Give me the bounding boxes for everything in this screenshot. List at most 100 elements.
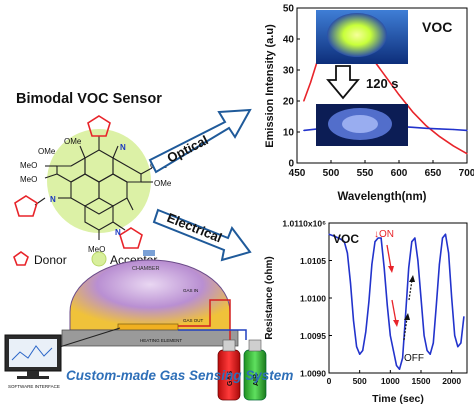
vial-glow-after-core bbox=[342, 115, 378, 133]
acceptor-legend-icon bbox=[91, 251, 107, 267]
n-label-2: N bbox=[50, 195, 56, 204]
computer-screen bbox=[9, 339, 57, 367]
air-cylinder-cap bbox=[248, 339, 262, 352]
series-0-point bbox=[452, 145, 454, 147]
on-trend-arrowhead-2 bbox=[393, 320, 399, 327]
page-title: Bimodal VOC Sensor bbox=[16, 91, 162, 107]
series-0-point bbox=[402, 357, 404, 359]
series-0-point bbox=[349, 282, 352, 284]
methoxy-label-7: MeO bbox=[88, 245, 105, 254]
emission-annotation-voc: VOC bbox=[422, 19, 452, 35]
acceptor-core-glow bbox=[47, 129, 151, 233]
vial-glow-before bbox=[327, 13, 387, 57]
series-0-point bbox=[451, 297, 453, 299]
series-0-point bbox=[412, 111, 414, 113]
series-0-point bbox=[417, 259, 419, 262]
computer-stand bbox=[27, 371, 39, 376]
series-0-point bbox=[420, 297, 422, 299]
x-tick-label: 700 bbox=[459, 168, 474, 179]
on-label: ON bbox=[379, 229, 394, 240]
chamber-label: CHAMBER bbox=[132, 266, 160, 272]
on-trend-arrow-1 bbox=[386, 244, 392, 269]
methoxy-label-3: MeO bbox=[20, 161, 37, 170]
resistance-annotation-voc: VOC bbox=[333, 232, 359, 246]
test-chamber bbox=[69, 259, 231, 331]
x-tick-label: 500 bbox=[353, 376, 367, 386]
gas-sensing-setup: CHAMBER HEATING ELEMENT GAS IN GAS OUT S… bbox=[4, 250, 293, 401]
resistance-annotation-on: ↓ON bbox=[374, 229, 394, 240]
label-software-interface: SOFTWARE INTERFACE bbox=[8, 384, 60, 389]
series-0-point bbox=[395, 364, 398, 367]
setup-caption: Custom-made Gas Sensing System bbox=[66, 368, 293, 383]
x-tick-label: 650 bbox=[425, 168, 442, 179]
series-0-point bbox=[365, 331, 367, 333]
y-tick-label: 1.0100 bbox=[300, 294, 326, 304]
emission-y-axis-label: Emission Intensity (a.u) bbox=[264, 24, 276, 148]
x-tick-label: 2000 bbox=[442, 376, 461, 386]
y-tick-label: 1.0110x10⁶ bbox=[282, 219, 326, 229]
series-0-point bbox=[398, 94, 400, 96]
resistance-annotation-off: OFF bbox=[404, 353, 424, 364]
thiophene-donor-left bbox=[14, 195, 38, 217]
methoxy-label-6: OMe bbox=[154, 179, 172, 188]
y-tick-label: 50 bbox=[283, 4, 295, 15]
x-tick-label: 0 bbox=[327, 376, 332, 386]
series-0-point bbox=[310, 81, 312, 83]
series-1-point bbox=[425, 127, 427, 129]
n-label-3: N bbox=[115, 228, 121, 237]
series-1-point bbox=[303, 129, 305, 132]
off-trend-arrowhead-2 bbox=[409, 275, 415, 282]
off-label: OFF bbox=[404, 353, 424, 364]
x-tick-label: 450 bbox=[289, 168, 306, 179]
series-0-point bbox=[448, 252, 450, 254]
series-0-point bbox=[426, 349, 428, 352]
series-0-point bbox=[389, 334, 391, 337]
x-tick-label: 550 bbox=[357, 168, 374, 179]
donor-legend-icon bbox=[13, 251, 29, 266]
on-arrow-glyph: ↓ bbox=[374, 229, 379, 240]
series-0-point bbox=[398, 368, 401, 370]
methoxy-label-2: OMe bbox=[38, 147, 56, 156]
series-0-point bbox=[423, 334, 425, 337]
series-0-point bbox=[457, 346, 459, 348]
series-0-point bbox=[340, 238, 342, 241]
x-tick-label: 1500 bbox=[412, 376, 431, 386]
series-0-point bbox=[334, 235, 336, 238]
air-cylinder-label: AIR bbox=[253, 374, 260, 386]
series-0-point bbox=[374, 241, 376, 243]
series-0-point bbox=[328, 233, 330, 235]
y-tick-label: 30 bbox=[283, 66, 295, 77]
on-trend-arrow-2 bbox=[391, 299, 397, 323]
y-tick-label: 1.0090 bbox=[300, 369, 326, 379]
series-0-point bbox=[441, 237, 444, 239]
gas-cylinder-cap bbox=[222, 339, 236, 352]
y-tick-label: 40 bbox=[283, 35, 295, 46]
thiophene-donor-right bbox=[119, 227, 143, 249]
series-0-point bbox=[386, 304, 388, 307]
series-0-point bbox=[411, 241, 413, 243]
x-tick-label: 500 bbox=[323, 168, 340, 179]
series-0-point bbox=[343, 241, 345, 243]
series-0-point bbox=[346, 252, 348, 254]
series-0-point bbox=[425, 125, 427, 127]
computer-base bbox=[17, 376, 49, 379]
y-tick-label: 10 bbox=[283, 128, 295, 139]
screen-plot bbox=[11, 345, 53, 361]
resistance-y-axis-label: Resistance (ohm) bbox=[264, 256, 275, 339]
molecule-structure: N N N OMe OMe MeO MeO OMe OMe MeO bbox=[14, 115, 172, 254]
off-trend-arrowhead-1 bbox=[404, 313, 410, 320]
off-trend-arrow-1 bbox=[403, 317, 408, 341]
resistance-series bbox=[328, 233, 465, 371]
thiophene-donor-top bbox=[87, 115, 111, 137]
series-0-point bbox=[414, 237, 416, 239]
electrical-arrow: Electrical bbox=[152, 208, 252, 262]
time-down-arrow bbox=[326, 65, 360, 100]
label-gas-out: GAS OUT bbox=[183, 318, 204, 323]
series-0-point bbox=[454, 334, 456, 337]
series-0-point bbox=[408, 267, 410, 269]
series-0-point bbox=[352, 319, 355, 322]
series-0-point bbox=[463, 316, 465, 318]
chamber-knob bbox=[143, 250, 155, 256]
